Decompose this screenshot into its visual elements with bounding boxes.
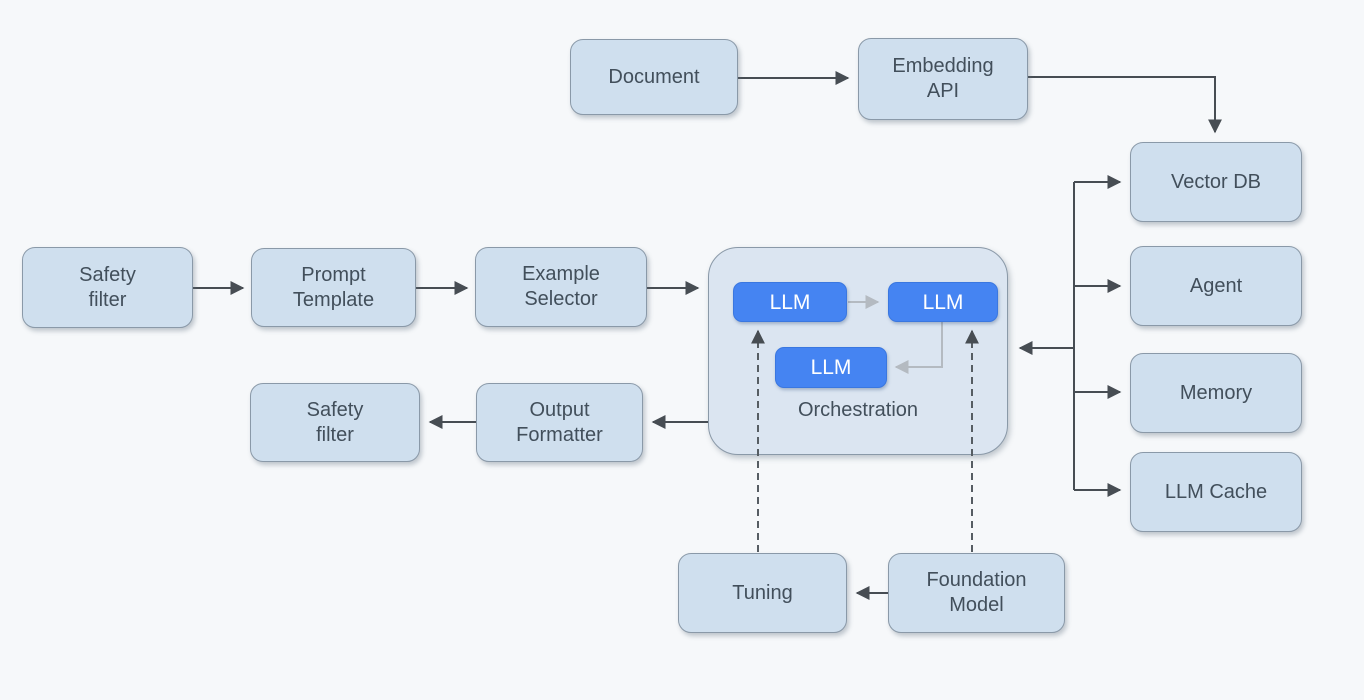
node-prompt-template: Prompt Template [251, 248, 416, 327]
node-llm-right: LLM [888, 282, 998, 322]
node-llm-cache: LLM Cache [1130, 452, 1302, 532]
node-embedding-api: Embedding API [858, 38, 1028, 120]
orchestration-label: Orchestration [797, 399, 919, 421]
node-agent: Agent [1130, 246, 1302, 326]
node-llm-bottom: LLM [775, 347, 887, 388]
node-example-selector: Example Selector [475, 247, 647, 327]
node-vector-db: Vector DB [1130, 142, 1302, 222]
node-tuning: Tuning [678, 553, 847, 633]
node-document: Document [570, 39, 738, 115]
node-safety-filter-input: Safety filter [22, 247, 193, 328]
node-llm-left: LLM [733, 282, 847, 322]
node-output-formatter: Output Formatter [476, 383, 643, 462]
arrow-embedding-api-to-vector-db [1028, 76, 1222, 134]
node-memory: Memory [1130, 353, 1302, 433]
solid-connectors [193, 71, 1222, 600]
node-safety-filter-output: Safety filter [250, 383, 420, 462]
node-foundation-model: Foundation Model [888, 553, 1065, 633]
